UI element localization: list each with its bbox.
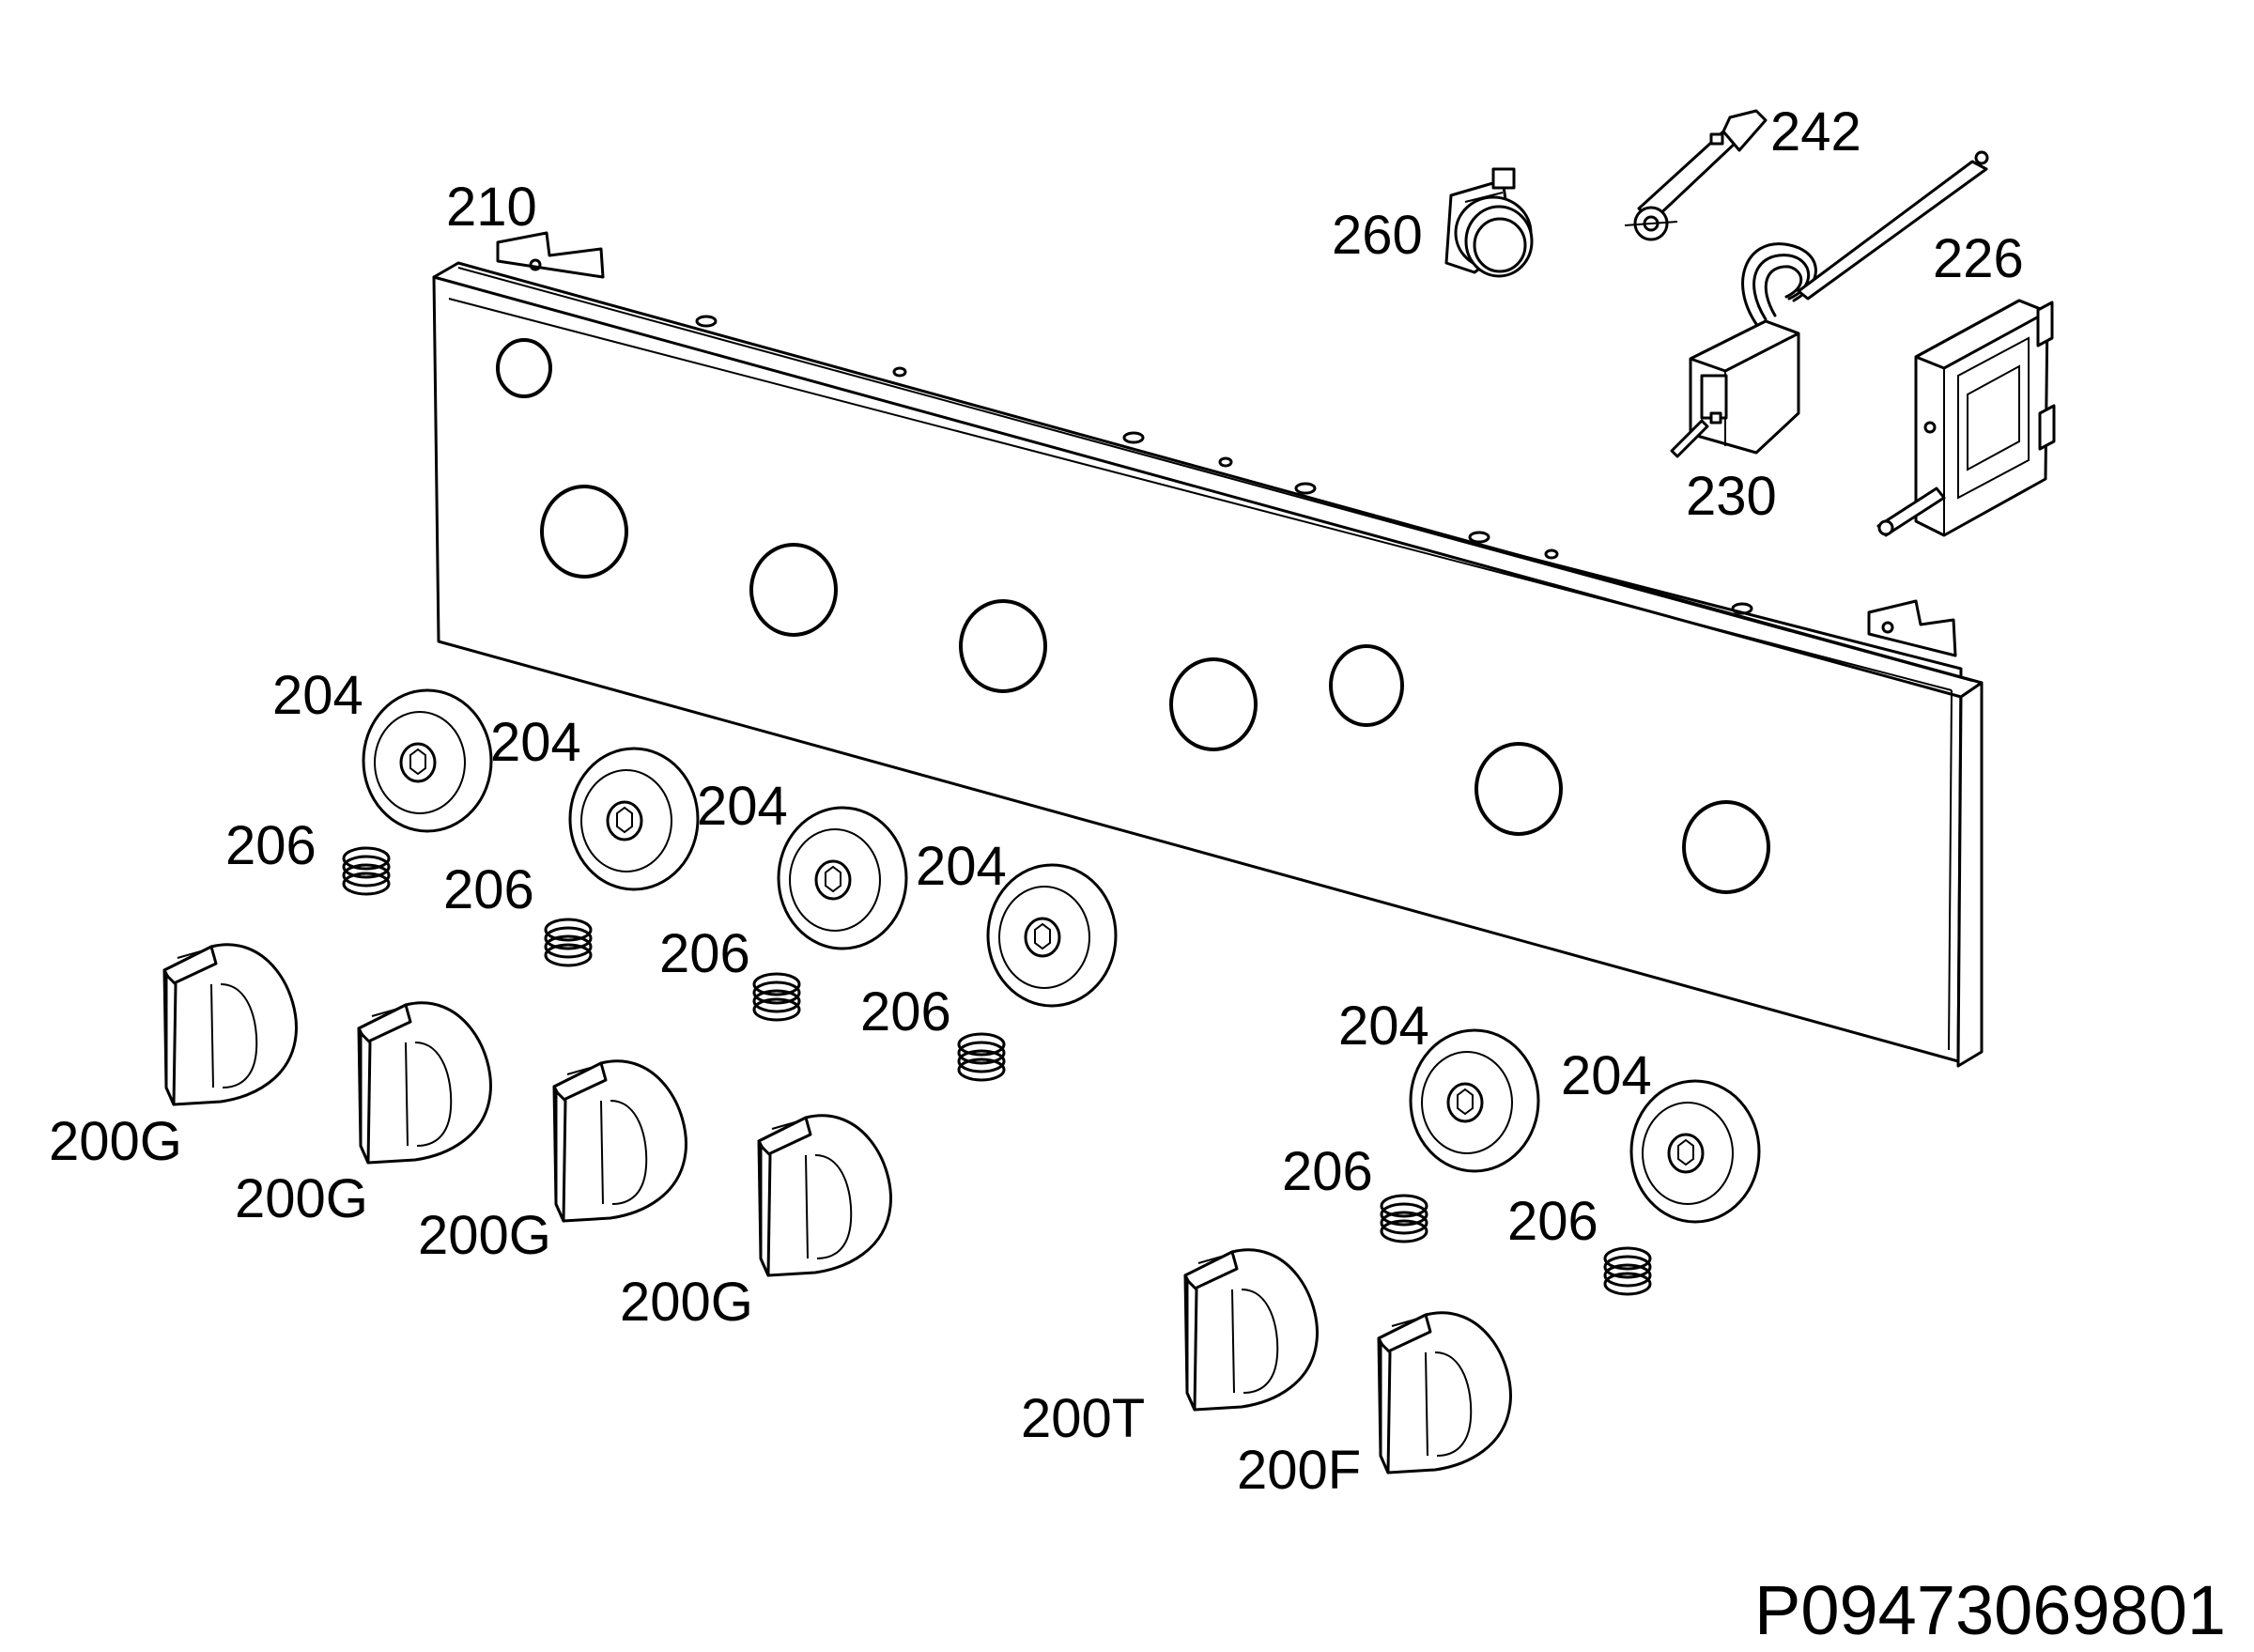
label-260: 260 (1332, 205, 1423, 266)
label-226: 226 (1933, 228, 2024, 289)
bezel-3 (777, 806, 908, 950)
thermostat (1670, 150, 1989, 458)
label-200g: 200G (49, 1111, 182, 1172)
knob-200g-4 (757, 1114, 892, 1277)
label-200g: 200G (418, 1205, 551, 1266)
label-242: 242 (1770, 101, 1861, 162)
label-206: 206 (1282, 1141, 1373, 1202)
knob-hole (959, 599, 1047, 693)
switch (1876, 299, 2056, 537)
knob-200g-1 (162, 943, 298, 1106)
knob-hole (1474, 742, 1563, 836)
panel-side-edge (1956, 681, 1984, 1068)
panel-bracket-left (496, 231, 605, 279)
label-204: 204 (697, 776, 788, 837)
label-206: 206 (860, 981, 951, 1042)
label-204: 204 (490, 712, 581, 773)
label-204: 204 (1338, 996, 1429, 1057)
knob-hole (1682, 800, 1770, 894)
panel-bracket-right (1867, 599, 1957, 657)
lamp-hole (496, 338, 552, 398)
label-200t: 200T (1021, 1388, 1145, 1449)
bezel-4 (986, 863, 1118, 1008)
knob-hole (1329, 644, 1404, 727)
label-204: 204 (916, 836, 1007, 897)
spring-3 (752, 972, 801, 1022)
label-210: 210 (446, 177, 537, 238)
spring-4 (957, 1032, 1006, 1082)
knob-200t (1183, 1248, 1319, 1412)
label-206: 206 (659, 923, 750, 984)
drawing-code: P09473069801 (1754, 1571, 2226, 1649)
knob-200g-2 (357, 1001, 492, 1165)
ignition-switch (1624, 109, 1768, 241)
bezel-2 (568, 747, 700, 891)
spring-5 (1380, 1194, 1428, 1243)
spring-6 (1603, 1246, 1652, 1296)
label-200g: 200G (620, 1272, 753, 1333)
knob-hole (749, 543, 838, 637)
indicator-lamp (1444, 167, 1534, 278)
bezel-1 (362, 688, 493, 833)
control-panel (432, 231, 1984, 1068)
spring-2 (544, 918, 593, 967)
knob-hole (1169, 657, 1258, 751)
label-204: 204 (272, 665, 363, 726)
knob-hole (540, 485, 628, 579)
bezel-5 (1409, 1028, 1540, 1173)
label-230: 230 (1686, 466, 1777, 527)
label-206: 206 (443, 859, 534, 920)
label-200f: 200F (1237, 1440, 1361, 1501)
label-206: 206 (1507, 1191, 1598, 1252)
knob-200f (1377, 1311, 1512, 1474)
knob-200g-3 (552, 1059, 687, 1223)
label-200g: 200G (235, 1168, 368, 1229)
label-204: 204 (1561, 1045, 1652, 1106)
spring-1 (342, 846, 391, 896)
label-206: 206 (225, 815, 316, 876)
